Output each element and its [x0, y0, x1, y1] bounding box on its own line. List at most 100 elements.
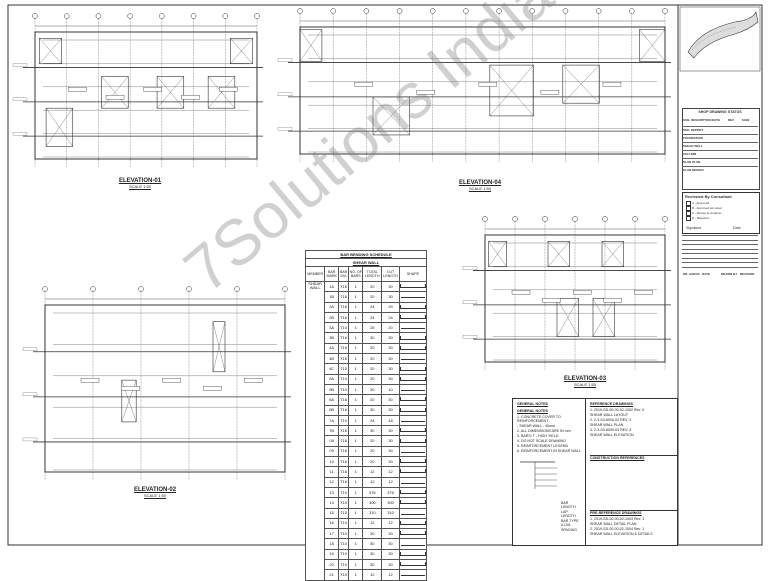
schedule-cell: 30: [381, 445, 400, 458]
review-option-label: A - Approved: [692, 201, 710, 205]
caption-scale: SCALE 1:50: [143, 493, 166, 498]
schedule-cell: 4A: [324, 342, 339, 355]
schedule-cell: 1: [348, 301, 364, 313]
schedule-cell: T10: [337, 486, 350, 499]
review-checkbox[interactable]: [686, 206, 691, 211]
schedule-cell: T16: [337, 301, 350, 313]
schedule-cell: T10: [337, 559, 350, 571]
bar-shape-cell: [398, 394, 428, 406]
note-item: - SHEAR WALL : 40mm: [517, 424, 556, 428]
grid-bubble: [512, 216, 518, 222]
schedule-cell: 5B: [324, 383, 339, 396]
caption-scale: SCALE 1:50: [573, 382, 596, 387]
level-tag: [12, 97, 28, 101]
schedule-cell: 1: [348, 280, 364, 293]
review-checkbox[interactable]: [686, 201, 691, 206]
bar-shape-cell: [398, 425, 428, 437]
wall-opening: [562, 64, 600, 104]
revision-row: [682, 253, 758, 258]
schedule-cell: 30: [362, 559, 383, 571]
revision-row: [682, 262, 758, 267]
review-option-label: D - Rejected: [692, 216, 709, 220]
schedule-cell: T10: [337, 528, 350, 540]
schedule-cell: 12: [381, 517, 400, 530]
note-item: 5. REINFORCEMENT LEGEND: [517, 444, 569, 448]
bar-shape-cell: [398, 538, 428, 550]
schedule-cell: T10: [337, 373, 350, 385]
note-item: 6. REINFORCEMENT IN SHEAR WALL: [517, 449, 581, 453]
bar-shape-icon: [400, 542, 425, 546]
wall-opening: [156, 76, 185, 109]
bar-shape-cell: [398, 445, 428, 458]
schedule-cell: 20: [362, 435, 383, 447]
bar-shape-cell: [398, 528, 428, 540]
schedule-cell: 12: [324, 476, 339, 488]
wall-opening: [488, 241, 507, 268]
wall-opening: [372, 96, 410, 136]
grid-bubble: [363, 8, 370, 14]
schedule-cell: 18: [381, 414, 400, 427]
grid-bubble: [482, 216, 488, 222]
caption-scale: SCALE 1:50: [128, 184, 151, 189]
caption-title: ELEVATION-03: [563, 376, 607, 382]
schedule-cell: 20: [362, 363, 383, 375]
bar-shape-icon: [399, 438, 426, 443]
opening-cross: [230, 38, 253, 64]
wall-opening: [299, 29, 323, 62]
schedule-cell: T16: [337, 425, 350, 437]
grid-bubble: [542, 216, 548, 222]
elevation-03-drawing: [462, 216, 671, 370]
grid-bubble: [662, 216, 668, 222]
opening-cross: [39, 38, 62, 64]
schedule-cell: 30: [381, 373, 400, 385]
opening-cross: [547, 241, 570, 267]
schedule-cell: 1: [348, 445, 364, 458]
bar-label-tag: [354, 82, 373, 87]
bar-label-tag: [121, 386, 141, 391]
bar-shape-icon: [400, 387, 425, 392]
wall-opening: [121, 379, 137, 423]
grid-bubble: [95, 13, 102, 19]
level-tag: [462, 300, 478, 305]
schedule-cell: 1: [348, 435, 364, 447]
note-item: 2. 2019-SD-00-00-02-1004 Rev. 1: [590, 527, 645, 531]
bar-shape-icon: [400, 449, 425, 453]
review-checkbox[interactable]: [686, 216, 691, 221]
revision-row: [682, 239, 758, 245]
schedule-cell: 1: [348, 476, 364, 488]
pre-reference-heading: PRE-REFERENCE DRAWINGS: [590, 510, 677, 515]
schedule-cell: 20: [362, 456, 383, 468]
elevation-04-drawing: [277, 8, 671, 162]
schedule-title: BAR BENDING SCHEDULE: [305, 250, 427, 259]
footer-label: DATE: [702, 272, 710, 276]
schedule-cell: 1: [348, 456, 364, 468]
schedule-header: MEMBER: [304, 266, 326, 282]
bar-shape-cell: [398, 291, 428, 303]
bar-label-tag: [542, 298, 561, 303]
review-checkbox[interactable]: [686, 211, 691, 216]
bar-label-tag: [105, 95, 125, 100]
bar-shape-icon: [399, 551, 426, 556]
level-tag: [462, 334, 478, 339]
opening-cross: [556, 298, 579, 337]
bar-shape-cell: [398, 373, 428, 385]
schedule-subtitle: SHEAR WALL: [305, 258, 427, 267]
schedule-cell: 3A: [324, 322, 339, 334]
revision-row: [682, 257, 758, 263]
construction-heading: CONSTRUCTION REFERENCES: [590, 455, 677, 460]
schedule-header: BAR DIA: [337, 266, 350, 282]
schedule-cell: 17: [324, 528, 339, 540]
schedule-cell: T10: [337, 517, 350, 530]
schedule-cell: 12: [381, 569, 400, 581]
schedule-cell: T10: [337, 383, 350, 396]
status-row-label: SOIL REPORT: [683, 128, 704, 132]
grid-bubble: [222, 13, 229, 19]
schedule-cell: 1: [348, 373, 364, 385]
grid-bubble: [632, 216, 638, 222]
grid-bubble: [32, 13, 38, 19]
grid-bubble: [190, 13, 197, 19]
schedule-cell: 310: [381, 507, 400, 519]
opening-cross: [488, 241, 507, 267]
